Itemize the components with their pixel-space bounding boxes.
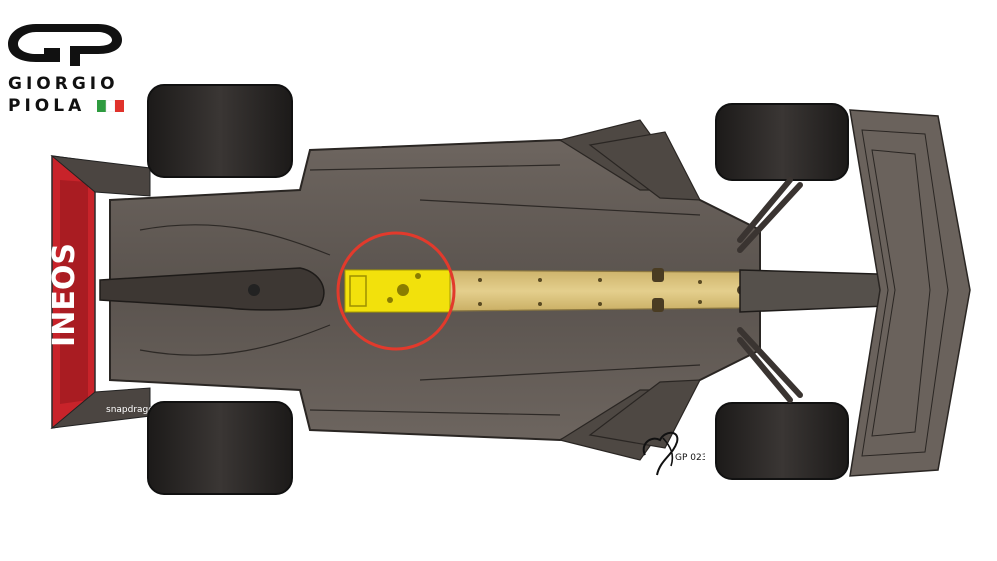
- giorgio-piola-logo: GIORGIO PIOLA: [6, 18, 126, 118]
- front-right-tyre: [715, 402, 849, 480]
- signature-text: GP 023: [675, 453, 705, 463]
- italian-flag-icon: [97, 100, 124, 112]
- plank-bolts: [478, 278, 702, 306]
- floor-fences: [558, 119, 702, 461]
- front-left-tyre: [715, 103, 849, 181]
- logo-word-piola: PIOLA: [8, 96, 86, 116]
- sidepod-contours: [139, 164, 701, 416]
- logo-word-giorgio: GIORGIO: [8, 74, 119, 94]
- artist-signature: GP 023: [642, 431, 705, 476]
- snapdragon-sponsor: snapdragon: [106, 405, 159, 415]
- gearbox: [99, 267, 325, 311]
- ineos-sponsor: INEOS: [47, 243, 82, 347]
- front-suspension: [737, 177, 803, 403]
- front-wing: [849, 109, 971, 477]
- giorgio-piola-logo-icon: [8, 24, 122, 66]
- rear-left-tyre: [147, 84, 293, 178]
- highlight-circle: [336, 231, 456, 351]
- rear-wing: INEOS snapdragon: [47, 155, 159, 429]
- rear-right-tyre: [147, 401, 293, 495]
